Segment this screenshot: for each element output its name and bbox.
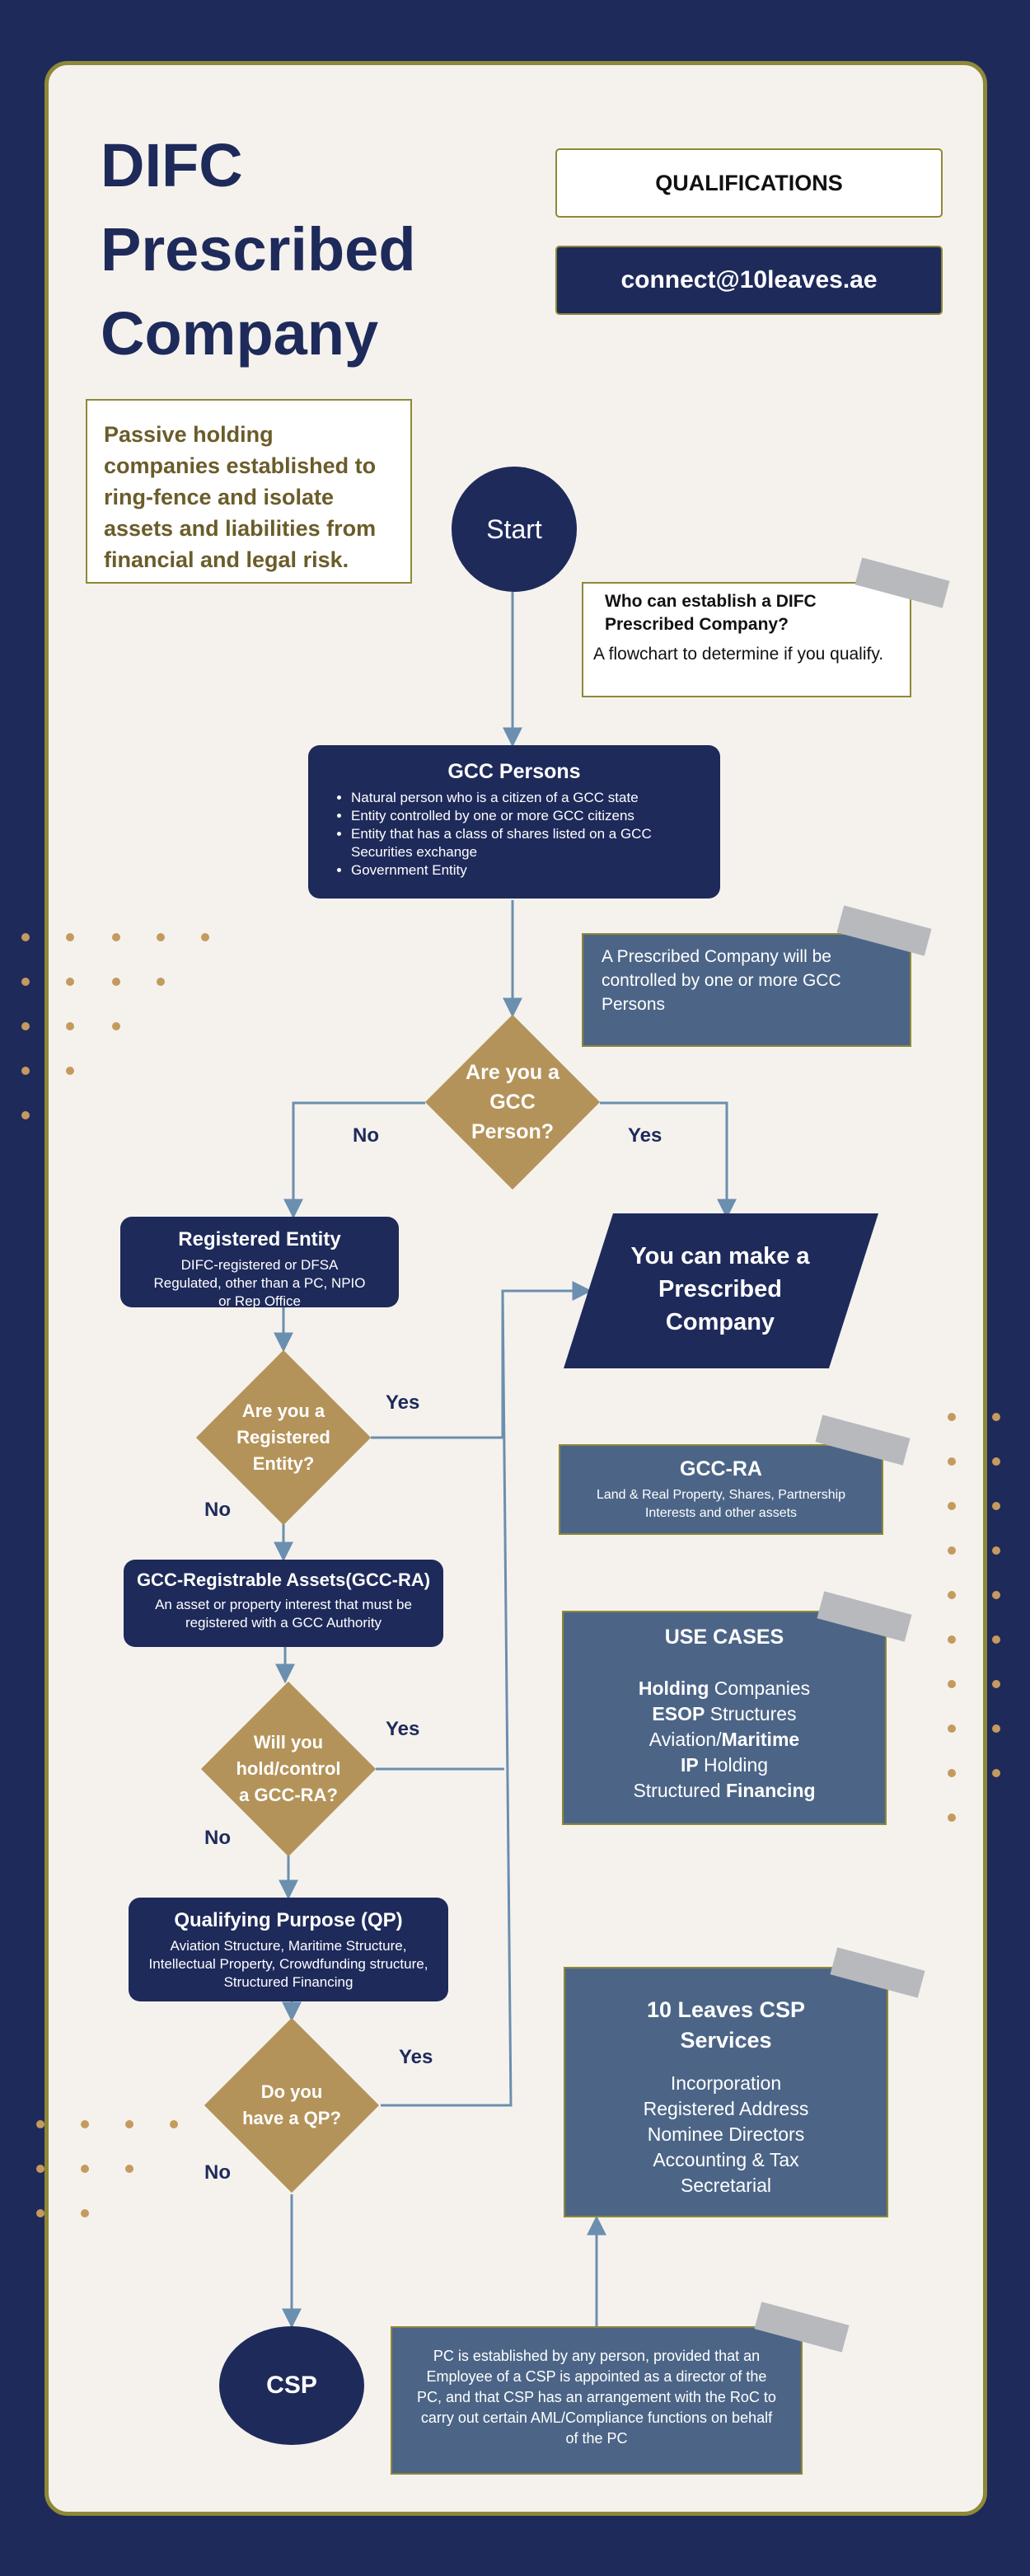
gcc-persons-node: GCC Persons Natural person who is a citi… xyxy=(308,745,720,899)
q3-label: Will you hold/control a GCC-RA? xyxy=(236,1732,341,1805)
csp-node: CSP xyxy=(219,2326,364,2445)
list-item: Entity that has a class of shares listed… xyxy=(351,825,702,861)
registered-entity-title: Registered Entity xyxy=(178,1228,341,1250)
use-case-item: Holding Companies xyxy=(638,1677,811,1699)
control-note: A Prescribed Company will be controlled … xyxy=(582,933,911,1047)
q1-no-label: No xyxy=(353,1124,379,1147)
list-item: Government Entity xyxy=(351,861,702,880)
use-case-item: IP Holding xyxy=(680,1754,769,1776)
csp-note-text: PC is established by any person, provide… xyxy=(417,2348,776,2447)
title-line: Prescribed xyxy=(101,215,416,284)
list-item: Entity controlled by one or more GCC cit… xyxy=(351,807,702,825)
use-case-item: Aviation/Maritime xyxy=(648,1729,800,1750)
result-shape xyxy=(564,1213,878,1368)
qualifications-button[interactable]: QUALIFICATIONS xyxy=(555,148,943,218)
use-cases-title: USE CASES xyxy=(664,1626,784,1649)
q3-yes-label: Yes xyxy=(386,1718,420,1740)
qualifying-purpose-node: Qualifying Purpose (QP) Aviation Structu… xyxy=(129,1898,448,2001)
gcc-registrable-node: GCC-Registrable Assets(GCC-RA) An asset … xyxy=(124,1560,443,1647)
service-item: Accounting & Tax xyxy=(653,2149,799,2170)
q1-yes-label: Yes xyxy=(628,1124,662,1147)
control-note-text: A Prescribed Company will be controlled … xyxy=(602,947,841,1014)
services-box: 10 Leaves CSP Services Incorporation Reg… xyxy=(564,1967,888,2217)
service-item: Secretarial xyxy=(681,2175,771,2196)
start-node: Start xyxy=(452,467,577,592)
title-line: Company xyxy=(101,299,379,368)
gcc-registrable-text: An asset or property interest that must … xyxy=(155,1597,412,1631)
gcc-persons-list: Natural person who is a citizen of a GCC… xyxy=(308,789,720,880)
csp-label: CSP xyxy=(266,2372,317,2399)
q4-label: Do you have a QP? xyxy=(242,2081,341,2128)
qualifying-purpose-text: Aviation Structure, Maritime Structure, … xyxy=(148,1938,428,1990)
q4-yes-label: Yes xyxy=(399,2046,433,2068)
service-item: Registered Address xyxy=(643,2098,809,2119)
service-item: Nominee Directors xyxy=(647,2123,805,2145)
q3-no-label: No xyxy=(204,1827,231,1849)
services-title: 10 Leaves CSP Services xyxy=(646,1997,806,2053)
email-button[interactable]: connect@10leaves.ae xyxy=(555,246,943,315)
who-note: Who can establish a DIFC Prescribed Comp… xyxy=(582,582,911,697)
qualifying-purpose-title: Qualifying Purpose (QP) xyxy=(174,1909,403,1931)
who-note-title: Who can establish a DIFC Prescribed Comp… xyxy=(605,592,817,634)
page-title: DIFC Prescribed Company xyxy=(101,124,447,376)
who-note-text: A flowchart to determine if you qualify. xyxy=(593,645,884,664)
use-case-item: ESOP Structures xyxy=(652,1703,797,1724)
q2-label: Are you a Registered Entity? xyxy=(236,1401,330,1474)
result-label: You can make a Prescribed Company xyxy=(630,1243,810,1335)
use-case-item: Structured Financing xyxy=(633,1780,816,1801)
gcc-ra-info-box: GCC-RA Land & Real Property, Shares, Par… xyxy=(559,1444,883,1535)
title-line: DIFC xyxy=(101,131,243,199)
use-cases-box: USE CASES Holding Companies ESOP Structu… xyxy=(562,1611,887,1825)
list-item: Natural person who is a citizen of a GCC… xyxy=(351,789,702,807)
registered-entity-node: Registered Entity DIFC-registered or DFS… xyxy=(120,1217,399,1309)
services-list: Incorporation Registered Address Nominee… xyxy=(565,2071,887,2198)
gcc-registrable-title: GCC-Registrable Assets(GCC-RA) xyxy=(136,1570,431,1590)
gcc-ra-info-text: Land & Real Property, Shares, Partnershi… xyxy=(596,1488,846,1520)
q2-yes-label: Yes xyxy=(386,1391,420,1414)
q4-no-label: No xyxy=(204,2161,231,2184)
registered-entity-text: DIFC-registered or DFSA Regulated, other… xyxy=(153,1257,366,1309)
service-item: Incorporation xyxy=(670,2072,782,2094)
intro-box: Passive holding companies established to… xyxy=(86,399,412,584)
start-label: Start xyxy=(486,514,542,544)
gcc-persons-title: GCC Persons xyxy=(447,760,581,783)
q1-label: Are you a GCC Person? xyxy=(466,1061,559,1143)
q2-no-label: No xyxy=(204,1499,231,1521)
csp-note: PC is established by any person, provide… xyxy=(391,2326,803,2475)
gcc-ra-info-title: GCC-RA xyxy=(680,1457,762,1480)
use-cases-list: Holding Companies ESOP Structures Aviati… xyxy=(564,1676,885,1804)
